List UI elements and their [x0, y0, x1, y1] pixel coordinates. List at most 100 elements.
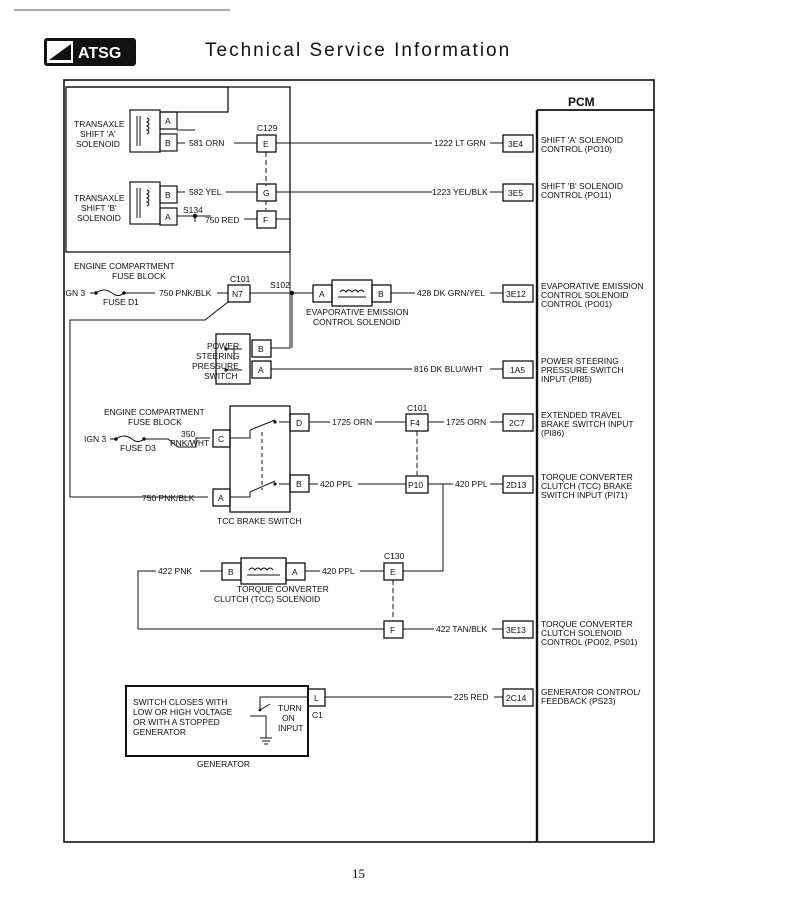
gen-note-3: OR WITH A STOPPED [133, 717, 220, 727]
pcm-desc-2d13-3: SWITCH INPUT (PI71) [541, 490, 628, 500]
page-number: 15 [352, 866, 365, 881]
wire-420-a-label: 420 PPL [320, 479, 353, 489]
generator-box [125, 685, 309, 757]
wire-1725-a-label: 1725 ORN [332, 417, 372, 427]
shift-a-solenoid [129, 109, 161, 153]
shift-b-pin-b: B [165, 190, 171, 200]
svg-text:SOLENOID: SOLENOID [76, 139, 120, 149]
splice-s134: S134 [183, 205, 203, 215]
ps-label-1: POWER [207, 341, 239, 351]
tcc-brake-switch-label: TCC BRAKE SWITCH [217, 516, 302, 526]
ign3-b-label: IGN 3 [84, 434, 106, 444]
connector-c101-b: C101 [407, 403, 428, 413]
gen-note-1: SWITCH CLOSES WITH [133, 697, 227, 707]
wire-420-b-label: 420 PPL [455, 479, 488, 489]
tcc-sol-label-2: CLUTCH (TCC) SOLENOID [214, 594, 320, 604]
pcm-desc-2d13-2: CLUTCH (TCC) BRAKE [541, 481, 632, 491]
fuse-block-2-label-1: ENGINE COMPARTMENT [104, 407, 205, 417]
pcm-desc-3e13-1: TORQUE CONVERTER [541, 619, 633, 629]
wire-428-label: 428 DK GRN/YEL [417, 288, 485, 298]
pcm-desc-2c7-3: (PI86) [541, 428, 564, 438]
evap-solenoid [331, 279, 373, 307]
shift-a-pin-b: B [165, 138, 171, 148]
pcm-desc-3e12-1: EVAPORATIVE EMISSION [541, 281, 644, 291]
pcm-title: PCM [568, 95, 595, 109]
c129-pin-g: G [263, 188, 270, 198]
c101-pin-n7: N7 [232, 289, 243, 299]
wire-350-color: PNK/WHT [170, 438, 209, 448]
ign3-a-label: IGN 3 [63, 288, 85, 298]
pcm-pin-3e5: 3E5 [508, 188, 523, 198]
diagram-frame [63, 79, 655, 843]
wire-816-label: 816 DK BLU/WHT [414, 364, 483, 374]
wire-422pnk-label: 422 PNK [158, 566, 192, 576]
tcc-pin-a: A [292, 567, 298, 577]
shift-a-label-3: SOLENOID [76, 139, 120, 149]
pcm-pin-3e4: 3E4 [508, 139, 523, 149]
svg-text:SHIFT 'A': SHIFT 'A' [80, 129, 116, 139]
pcm-pin-1a5: 1A5 [510, 365, 525, 375]
pcm-desc-3e12-3: CONTROL (PO01) [541, 299, 612, 309]
shift-b-label-3: SOLENOID [77, 213, 121, 223]
wire-581-label: 581 ORN [189, 138, 224, 148]
gen-pin-l: L [314, 693, 319, 703]
evap-label-2: CONTROL SOLENOID [313, 317, 401, 327]
pcm-desc-3e12-2: CONTROL SOLENOID [541, 290, 629, 300]
pcm-desc-3e4-1: SHIFT 'A' SOLENOID [541, 135, 623, 145]
ps-label-2: STEERING [196, 351, 239, 361]
wire-420-c-label: 420 PPL [322, 566, 355, 576]
pcm-desc-2c14-2: FEEDBACK (PS23) [541, 696, 616, 706]
tcc-pin-b: B [228, 567, 234, 577]
evap-pin-b: B [378, 289, 384, 299]
page-title: Technical Service Information [205, 40, 512, 61]
wire-750red-label: 750 RED [205, 215, 240, 225]
wire-1223-label: 1223 YEL/BLK [432, 187, 488, 197]
wire-750pnkblk-top-label: 750 PNK/BLK [159, 288, 212, 298]
pcm-desc-3e13-3: CONTROL (PO02, PS01) [541, 637, 638, 647]
ps-label-4: SWITCH [204, 371, 238, 381]
pcm-pin-3e13: 3E13 [506, 625, 526, 635]
pcm-pin-3e12: 3E12 [506, 289, 526, 299]
tcc-sol-label-1: TORQUE CONVERTER [237, 584, 329, 594]
brake-pin-b: B [296, 479, 302, 489]
svg-text:TRANSAXLE: TRANSAXLE [74, 119, 125, 129]
pcm-pin-2c14: 2C14 [506, 693, 527, 703]
gen-note-2: LOW OR HIGH VOLTAGE [133, 707, 233, 717]
shift-b-pin-a: A [165, 212, 171, 222]
connector-c130: C130 [384, 551, 405, 561]
splice-s102: S102 [270, 280, 290, 290]
turn-on-input-2: ON [282, 713, 295, 723]
pcm-pin-2c7: 2C7 [509, 418, 525, 428]
brake-pin-a: A [218, 493, 224, 503]
pcm-desc-3e13-2: CLUTCH SOLENOID [541, 628, 622, 638]
pcm-desc-1a5-3: INPUT (PI85) [541, 374, 592, 384]
generator-label: GENERATOR [197, 759, 250, 769]
fuse-block-1-label-1: ENGINE COMPARTMENT [74, 261, 175, 271]
c129-pin-f: F [263, 215, 268, 225]
fuse-block-2-label-2: FUSE BLOCK [128, 417, 182, 427]
pcm-desc-2d13-1: TORQUE CONVERTER [541, 472, 633, 482]
shift-a-label-1: TRANSAXLE [74, 119, 125, 129]
tcc-brake-switch [229, 405, 291, 513]
c101-pin-p10: P10 [408, 480, 423, 490]
svg-text:ATSG: ATSG [78, 45, 121, 62]
turn-on-input-3: INPUT [278, 723, 304, 733]
wire-582-label: 582 YEL [189, 187, 222, 197]
pcm-desc-2c14-1: GENERATOR CONTROL/ [541, 687, 641, 697]
gen-note-4: GENERATOR [133, 727, 186, 737]
pcm-desc-2c7-1: EXTENDED TRAVEL [541, 410, 622, 420]
wire-750pnkblk-bot-label: 750 PNK/BLK [142, 493, 195, 503]
shift-b-solenoid [129, 181, 161, 225]
wire-422tan-label: 422 TAN/BLK [436, 624, 488, 634]
fuse-block-1-label-2: FUSE BLOCK [112, 271, 166, 281]
wire-350-label: 350 [181, 429, 195, 439]
wire-225-label: 225 RED [454, 692, 489, 702]
pcm-desc-3e4-2: CONTROL (PO10) [541, 144, 612, 154]
c130-pin-e: E [390, 567, 396, 577]
ps-pin-a: A [258, 365, 264, 375]
turn-on-input-1: TURN [278, 703, 302, 713]
connector-c129: C129 [257, 123, 278, 133]
pcm-desc-1a5-2: PRESSURE SWITCH [541, 365, 624, 375]
transaxle-box [65, 86, 291, 253]
